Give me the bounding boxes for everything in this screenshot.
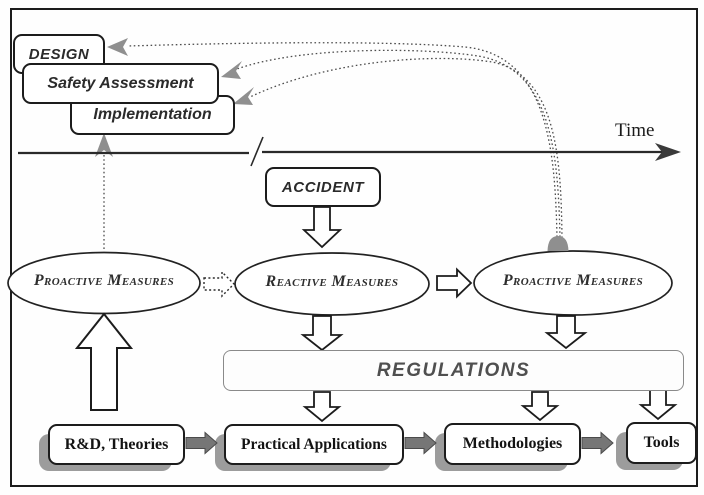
timeline-break-slash [250, 136, 264, 167]
feedback-arrowheads [107, 38, 254, 105]
practical-to-methodologies-arrow [404, 431, 437, 455]
design-label: DESIGN [28, 45, 90, 63]
proactive-measures-right-ellipse [473, 250, 673, 316]
gray-flow-arrows [185, 431, 614, 455]
time-axis-label: Time [615, 120, 655, 141]
proactive-measures-right-label: Proactive Measures [502, 272, 644, 289]
tools-box: Tools [626, 422, 697, 464]
regulations-label: REGULATIONS [376, 359, 531, 381]
methodologies-box: Methodologies [444, 423, 581, 465]
safety-assessment-label: Safety Assessment [47, 74, 194, 92]
practical-applications-box: Practical Applications [224, 424, 404, 465]
timeline-arrowhead [655, 143, 681, 161]
timeline-axis [18, 136, 681, 167]
tools-label: Tools [643, 434, 680, 451]
feedback-curve-to-implementation [249, 57, 563, 239]
feedback-curve-to-safety-assessment [236, 49, 561, 238]
arrowhead-up-into-implementation [95, 133, 113, 157]
feedback-origin-node [547, 236, 569, 251]
arrowhead-into-design [107, 38, 128, 56]
methodologies-to-tools-arrow [581, 431, 614, 455]
arrowhead-into-safety-assessment [221, 61, 242, 79]
safety-assessment-box: Safety Assessment [22, 63, 219, 104]
reactive-measures-ellipse [234, 252, 430, 316]
arrowhead-into-implementation [233, 87, 254, 105]
reactive-to-regulations-down-arrow [300, 315, 344, 352]
measure-ellipses [7, 250, 673, 316]
rd-theories-box: R&D, Theories [48, 424, 185, 465]
implementation-label: Implementation [93, 106, 212, 123]
reactive-to-proactive-right-arrow [436, 267, 473, 299]
methodologies-label: Methodologies [462, 435, 563, 452]
practical-applications-label: Practical Applications [241, 435, 387, 453]
rd-theories-label: R&D, Theories [64, 435, 169, 453]
feedback-dotted-curves [127, 42, 563, 239]
accident-down-arrow [301, 206, 343, 249]
accident-box: ACCIDENT [265, 167, 381, 207]
rd-to-practical-arrow [185, 431, 218, 455]
regulations-to-practical-down-arrow [302, 391, 342, 423]
regulations-box: REGULATIONS [223, 350, 684, 391]
diagram-border [10, 8, 698, 487]
hollow-block-arrows [74, 206, 678, 423]
proactive-measures-left-label: Proactive Measures [33, 272, 175, 289]
accident-label: ACCIDENT [281, 178, 365, 196]
reactive-measures-label: Reactive Measures [265, 273, 399, 290]
regulations-to-methodologies-down-arrow [520, 391, 560, 422]
regulations-to-tools-down-arrow [638, 389, 678, 421]
proactive-to-regulations-down-arrow [544, 315, 588, 350]
rd-to-proactive-up-arrow [74, 312, 134, 411]
proactive-to-reactive-dotted-arrow [203, 270, 235, 298]
